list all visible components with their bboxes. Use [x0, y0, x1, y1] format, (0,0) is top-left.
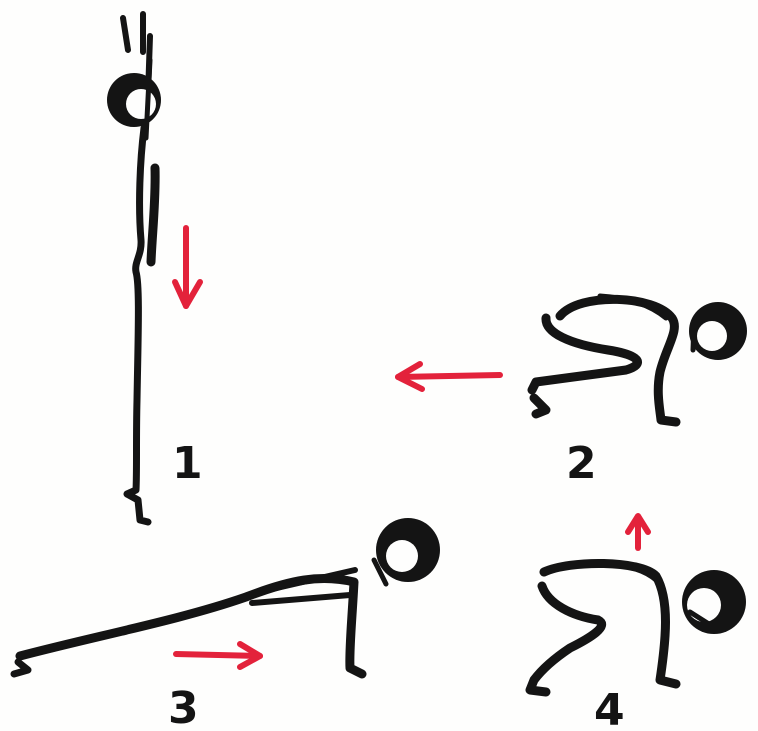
figure-1-back — [146, 163, 160, 267]
figure-2-forward-fold — [527, 293, 747, 427]
figure-1-standing — [107, 11, 161, 526]
figure-1-body — [123, 124, 152, 526]
figure-4-body — [525, 559, 681, 697]
figure-3-head — [371, 518, 440, 587]
figure-4-head — [682, 570, 746, 634]
figure-3-body — [15, 574, 367, 679]
figure-2-head — [689, 302, 747, 360]
step-4-label: 4 — [594, 685, 625, 731]
figure-4-arched — [525, 559, 746, 697]
figure-2-body — [527, 294, 681, 427]
right-arrow — [173, 641, 263, 670]
left-arrow — [395, 361, 503, 392]
up-arrow — [625, 513, 651, 551]
step-3-label: 3 — [168, 683, 199, 731]
figure-3-plank — [10, 518, 440, 679]
step-1-label: 1 — [172, 438, 203, 489]
step-2-label: 2 — [566, 438, 597, 489]
down-arrow — [172, 225, 203, 309]
figure-1-head — [107, 57, 161, 141]
